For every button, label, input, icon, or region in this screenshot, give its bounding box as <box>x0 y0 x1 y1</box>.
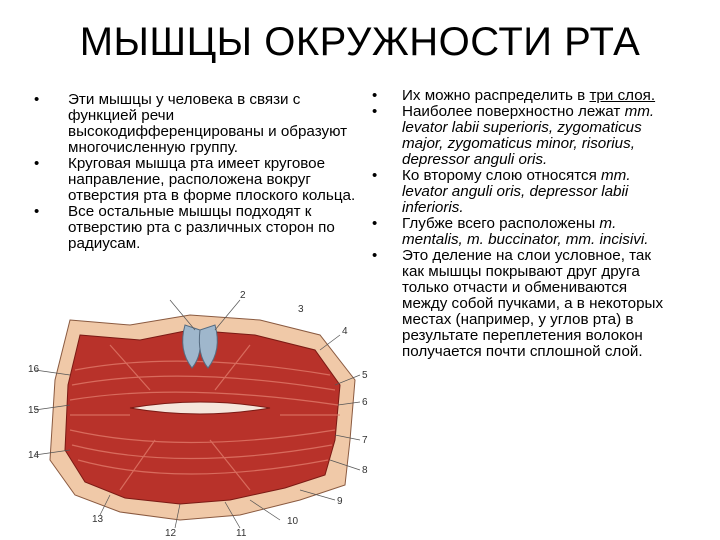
left-bullet-list: Эти мышцы у человека в связи с функцией … <box>30 92 360 252</box>
muscle-fibers <box>69 344 340 491</box>
right-bullet-4: Глубже всего расположены m. mentalis, m.… <box>372 216 672 248</box>
figure-label-6: 6 <box>362 397 368 408</box>
leader-lines <box>34 299 361 529</box>
right-bullet-1-text: Их можно распределить в <box>402 87 590 104</box>
right-bullet-2-latin: mm. levator labii superioris, zygomaticu… <box>402 103 655 168</box>
figure-label-4: 4 <box>342 326 348 337</box>
right-bullet-4-latin: m. mentalis, m. buccinator, mm. incisivi… <box>402 215 649 248</box>
right-bullet-3: Ко второму слою относятся mm. levator an… <box>372 168 672 216</box>
figure-label-2: 2 <box>240 290 246 301</box>
muscle-mass <box>64 329 341 505</box>
right-bullet-2: Наиболее поверхностно лежат mm. levator … <box>372 104 672 168</box>
right-bullet-3-text: Ко второму слою относятся <box>402 167 602 184</box>
figure-label-14: 14 <box>28 450 40 461</box>
figure-label-7: 7 <box>362 435 368 446</box>
slide-title: МЫШЦЫ ОКРУЖНОСТИ РТА <box>79 20 641 64</box>
right-bullet-3-latin: mm. levator anguli oris, depressor labii… <box>402 167 631 216</box>
right-bullet-5: Это деление на слои условное, так как мы… <box>372 248 672 360</box>
figure-label-10: 10 <box>287 516 299 527</box>
figure-label-13: 13 <box>92 514 104 525</box>
figure-label-12: 12 <box>165 528 177 539</box>
figure-label-8: 8 <box>362 465 368 476</box>
nose-cartilage <box>182 324 218 369</box>
figure-label-5: 5 <box>362 370 368 381</box>
right-bullet-2-text: Наиболее поверхностно лежат <box>402 103 625 120</box>
left-bullet-1: Эти мышцы у человека в связи с функцией … <box>30 92 360 156</box>
left-bullet-2: Круговая мышца рта имеет круговое направ… <box>30 156 360 204</box>
mouth-opening <box>129 401 271 415</box>
left-bullet-3: Все остальные мышцы подходят к отверстию… <box>30 204 360 252</box>
figure-label-3: 3 <box>298 304 304 315</box>
right-bullet-1: Их можно распределить в три слоя. <box>372 87 672 105</box>
right-bullet-4-text: Глубже всего расположены <box>402 215 600 232</box>
right-bullet-1-underlined: три слоя. <box>589 87 656 104</box>
figure-label-16: 16 <box>28 364 40 375</box>
right-bullet-list: Их можно распределить в три слоя. Наибол… <box>372 88 672 360</box>
figure-label-11: 11 <box>236 528 247 539</box>
figure-label-9: 9 <box>337 496 343 507</box>
figure-label-15: 15 <box>28 405 40 416</box>
mouth-muscles-illustration: 2 3 4 5 6 7 8 9 10 11 12 13 14 15 16 <box>28 290 368 539</box>
